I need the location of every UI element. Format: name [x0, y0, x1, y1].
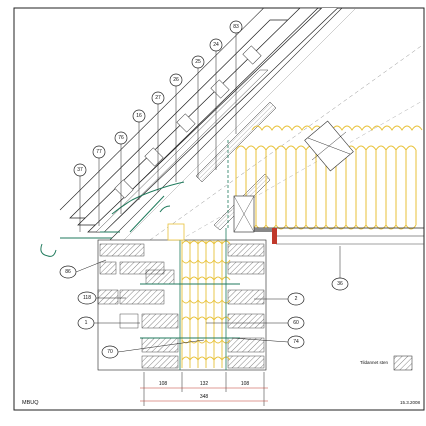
leader-lines: [75, 33, 341, 353]
callout-86-label: 86: [65, 269, 71, 275]
callout-1-label: 1: [85, 320, 88, 326]
callout-83-label: 83: [233, 24, 239, 30]
dimension-lines: 108 132 108 348: [140, 372, 268, 406]
dimension-total: 348: [200, 394, 209, 400]
wall-plate: [167, 140, 255, 241]
callout-83: 83: [229, 20, 243, 34]
dimension-segment-3: 108: [241, 381, 250, 387]
callout-27: 27: [151, 91, 165, 105]
eaves-detail: [40, 181, 185, 257]
callout-25: 25: [191, 55, 205, 69]
callout-74: 74: [287, 335, 305, 349]
drawing-frame: [13, 7, 425, 411]
callout-76-label: 76: [118, 135, 124, 141]
callout-60: 60: [287, 316, 305, 330]
callout-86: 86: [59, 265, 77, 279]
drawing-code: MBUQ: [22, 400, 39, 406]
legend: Tildannet sten: [360, 355, 413, 371]
callout-2-label: 2: [295, 296, 298, 302]
callout-27-label: 27: [155, 95, 161, 101]
callout-24: 24: [209, 38, 223, 52]
drawing-date: 15.3.2008: [400, 400, 421, 405]
callout-37-label: 37: [77, 167, 83, 173]
callout-36: 36: [331, 277, 349, 291]
ceiling: [240, 227, 424, 245]
callout-77: 77: [92, 145, 106, 159]
callout-1: 1: [77, 316, 95, 330]
callout-2: 2: [287, 292, 305, 306]
callout-24-label: 24: [213, 42, 219, 48]
callout-37: 37: [73, 163, 87, 177]
callout-118: 118: [77, 291, 97, 305]
callout-26-label: 26: [173, 77, 179, 83]
roof-layers: [59, 8, 424, 245]
callout-16: 16: [132, 109, 146, 123]
callout-60-label: 60: [293, 320, 299, 326]
callout-74-label: 74: [293, 339, 299, 345]
dimension-segment-1: 108: [159, 381, 168, 387]
callout-26: 26: [169, 73, 183, 87]
callout-36-label: 36: [337, 281, 343, 287]
masonry-wall: [97, 228, 267, 371]
callouts: 83 24 25 26 27 16 76 77 37 86 118 1 70 2…: [59, 20, 349, 359]
callout-16-label: 16: [136, 113, 142, 119]
callout-76: 76: [114, 131, 128, 145]
callout-118-label: 118: [83, 295, 91, 301]
cross-box: [304, 120, 354, 172]
callout-70: 70: [101, 345, 119, 359]
dimension-segment-2: 132: [200, 381, 209, 387]
callout-25-label: 25: [195, 59, 201, 65]
callout-77-label: 77: [96, 149, 102, 155]
legend-swatch: [393, 355, 413, 371]
legend-label: Tildannet sten: [360, 360, 389, 365]
callout-70-label: 70: [107, 349, 113, 355]
